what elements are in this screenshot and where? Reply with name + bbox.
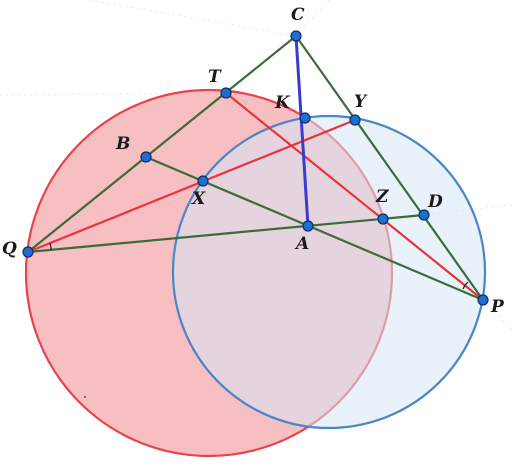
- label-Z: Z: [375, 187, 389, 207]
- angle-marker-P: [462, 281, 469, 290]
- stray-dot: [84, 396, 86, 398]
- red-lines: [27, 92, 484, 301]
- label-Y: Y: [354, 92, 368, 112]
- point-K: [299, 112, 311, 124]
- point-A: [302, 220, 314, 232]
- segment-Q-C: [27, 35, 297, 253]
- point-X: [197, 175, 209, 187]
- segment-Q-D: [27, 213, 425, 254]
- label-A: A: [294, 234, 309, 254]
- point-D: [418, 209, 430, 221]
- label-P: P: [490, 297, 505, 317]
- segment-Q-Y: [27, 118, 356, 254]
- label-D: D: [427, 192, 443, 212]
- label-C: C: [291, 5, 305, 25]
- point-Z: [377, 213, 389, 225]
- point-C: [290, 30, 302, 42]
- label-K: K: [274, 93, 291, 113]
- angle-marker-Q: [49, 242, 52, 251]
- label-B: B: [115, 134, 130, 154]
- blue-circle: [171, 114, 487, 430]
- point-P: [477, 294, 489, 306]
- point-Q: [22, 246, 34, 258]
- points: [22, 30, 489, 306]
- angle-markers: [49, 242, 469, 290]
- segment-C-A: [294, 35, 310, 227]
- point-T: [220, 87, 232, 99]
- segment-T-P: [225, 92, 484, 301]
- segment-C-P: [295, 35, 484, 301]
- point-labels: C T K Y B X Z D Q A P: [2, 5, 505, 317]
- label-X: X: [191, 189, 206, 209]
- label-Q: Q: [2, 239, 17, 259]
- point-B: [140, 151, 152, 163]
- label-T: T: [208, 67, 222, 87]
- point-Y: [349, 114, 361, 126]
